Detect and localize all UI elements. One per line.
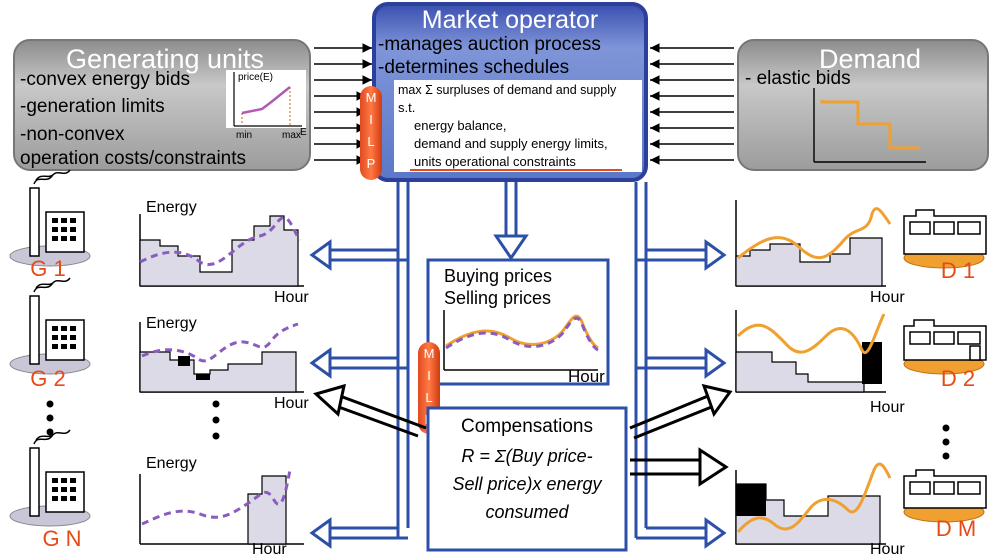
demand-label: D 1	[941, 258, 975, 283]
generating-units-box: Generating units -convex energy bids -ge…	[13, 39, 311, 171]
center-arrowhead	[493, 234, 529, 261]
gen-item-1: -convex energy bids	[20, 69, 190, 90]
compensation-arrows	[312, 383, 733, 487]
demand-building-m: D M	[903, 469, 987, 541]
milp-letter: L	[367, 134, 374, 149]
operator-st: s.t.	[398, 100, 415, 115]
operator-task-2: -determines schedules	[378, 57, 569, 78]
milp-badge-top: M I L P	[360, 86, 382, 180]
bid-chart-min: min	[236, 130, 252, 141]
operator-constraint-1: energy balance,	[414, 118, 507, 133]
bid-chart-xlabel: E	[300, 127, 307, 138]
demand-building-2: D 2	[903, 319, 987, 391]
bid-chart-ylabel: price(E)	[238, 72, 273, 83]
compensations-title: Compensations	[461, 416, 593, 437]
milp-letter: M	[424, 346, 435, 361]
hour-label: Hour	[870, 399, 905, 416]
demand-chart-1: Hour	[735, 200, 905, 306]
generator-label: G N	[42, 526, 81, 551]
demand-building-1: D 1	[903, 209, 987, 283]
demand-label: D M	[936, 516, 976, 541]
compensations-box: Compensations R = Σ(Buy price- Sell pric…	[426, 406, 628, 552]
gen-item-3: -non-convex	[20, 124, 125, 145]
hour-label: Hour	[252, 541, 287, 556]
hour-label: Hour	[870, 541, 905, 556]
gen-to-operator-arrows	[314, 43, 372, 165]
selling-prices-label: Selling prices	[444, 288, 551, 308]
generator-label: G 2	[30, 366, 65, 391]
gen-item-4: operation costs/constraints	[20, 148, 246, 169]
generating-units-title: Generating units	[66, 44, 264, 74]
right-blue-arrows	[636, 239, 727, 549]
distribution-lines	[396, 182, 648, 538]
demand-item-1: - elastic bids	[745, 68, 851, 89]
generator-ellipsis-dots	[46, 400, 950, 460]
generator-1: G 1	[9, 169, 91, 281]
market-operator-box: Market operator -manages auction process…	[372, 2, 648, 182]
hour-label: Hour	[274, 395, 309, 412]
milp-letter: P	[367, 156, 376, 171]
hour-label: Hour	[274, 289, 309, 306]
milp-letter: I	[369, 112, 373, 127]
operator-task-1: -manages auction process	[378, 34, 601, 55]
gen-item-2: -generation limits	[20, 96, 165, 117]
elastic-bid-chart	[813, 88, 926, 163]
convex-bid-chart: price(E) min max E	[226, 70, 307, 141]
operator-constraint-3: units operational constraints	[414, 154, 576, 169]
milp-letter: L	[425, 390, 432, 405]
generator-n: G N	[9, 429, 91, 551]
prices-box: Buying prices Selling prices Hour	[426, 258, 610, 386]
comp-formula-1: R = Σ(Buy price-	[461, 446, 592, 466]
demand-label: D 2	[941, 366, 975, 391]
milp-letter: M	[366, 90, 377, 105]
bid-chart-max: max	[282, 130, 301, 141]
operator-constraint-2: demand and supply energy limits,	[414, 136, 608, 151]
generator-label: G 1	[30, 256, 65, 281]
comp-formula-2: Sell price)x energy	[452, 474, 602, 494]
milp-letter: I	[427, 368, 431, 383]
hour-label: Hour	[870, 289, 905, 306]
left-blue-arrows	[309, 239, 408, 549]
buying-prices-label: Buying prices	[444, 266, 552, 286]
prices-hour-label: Hour	[568, 367, 605, 386]
gen-chart-2: Energy Hour	[139, 315, 309, 412]
demand-to-operator-arrows	[650, 43, 734, 165]
demand-chart-m: Hour	[735, 462, 905, 556]
energy-label: Energy	[146, 455, 197, 472]
generator-2: G 2	[9, 277, 91, 391]
comp-formula-3: consumed	[485, 502, 569, 522]
operator-title: Market operator	[422, 6, 598, 34]
demand-title: Demand	[819, 44, 921, 74]
gen-chart-1: Energy Hour	[139, 199, 309, 306]
gen-chart-n: Energy Hour	[139, 455, 304, 556]
energy-label: Energy	[146, 199, 197, 216]
demand-chart-2: Hour	[735, 310, 905, 416]
demand-box: Demand - elastic bids	[737, 39, 989, 171]
energy-label: Energy	[146, 315, 197, 332]
operator-objective: max Σ surpluses of demand and supply	[398, 83, 617, 97]
